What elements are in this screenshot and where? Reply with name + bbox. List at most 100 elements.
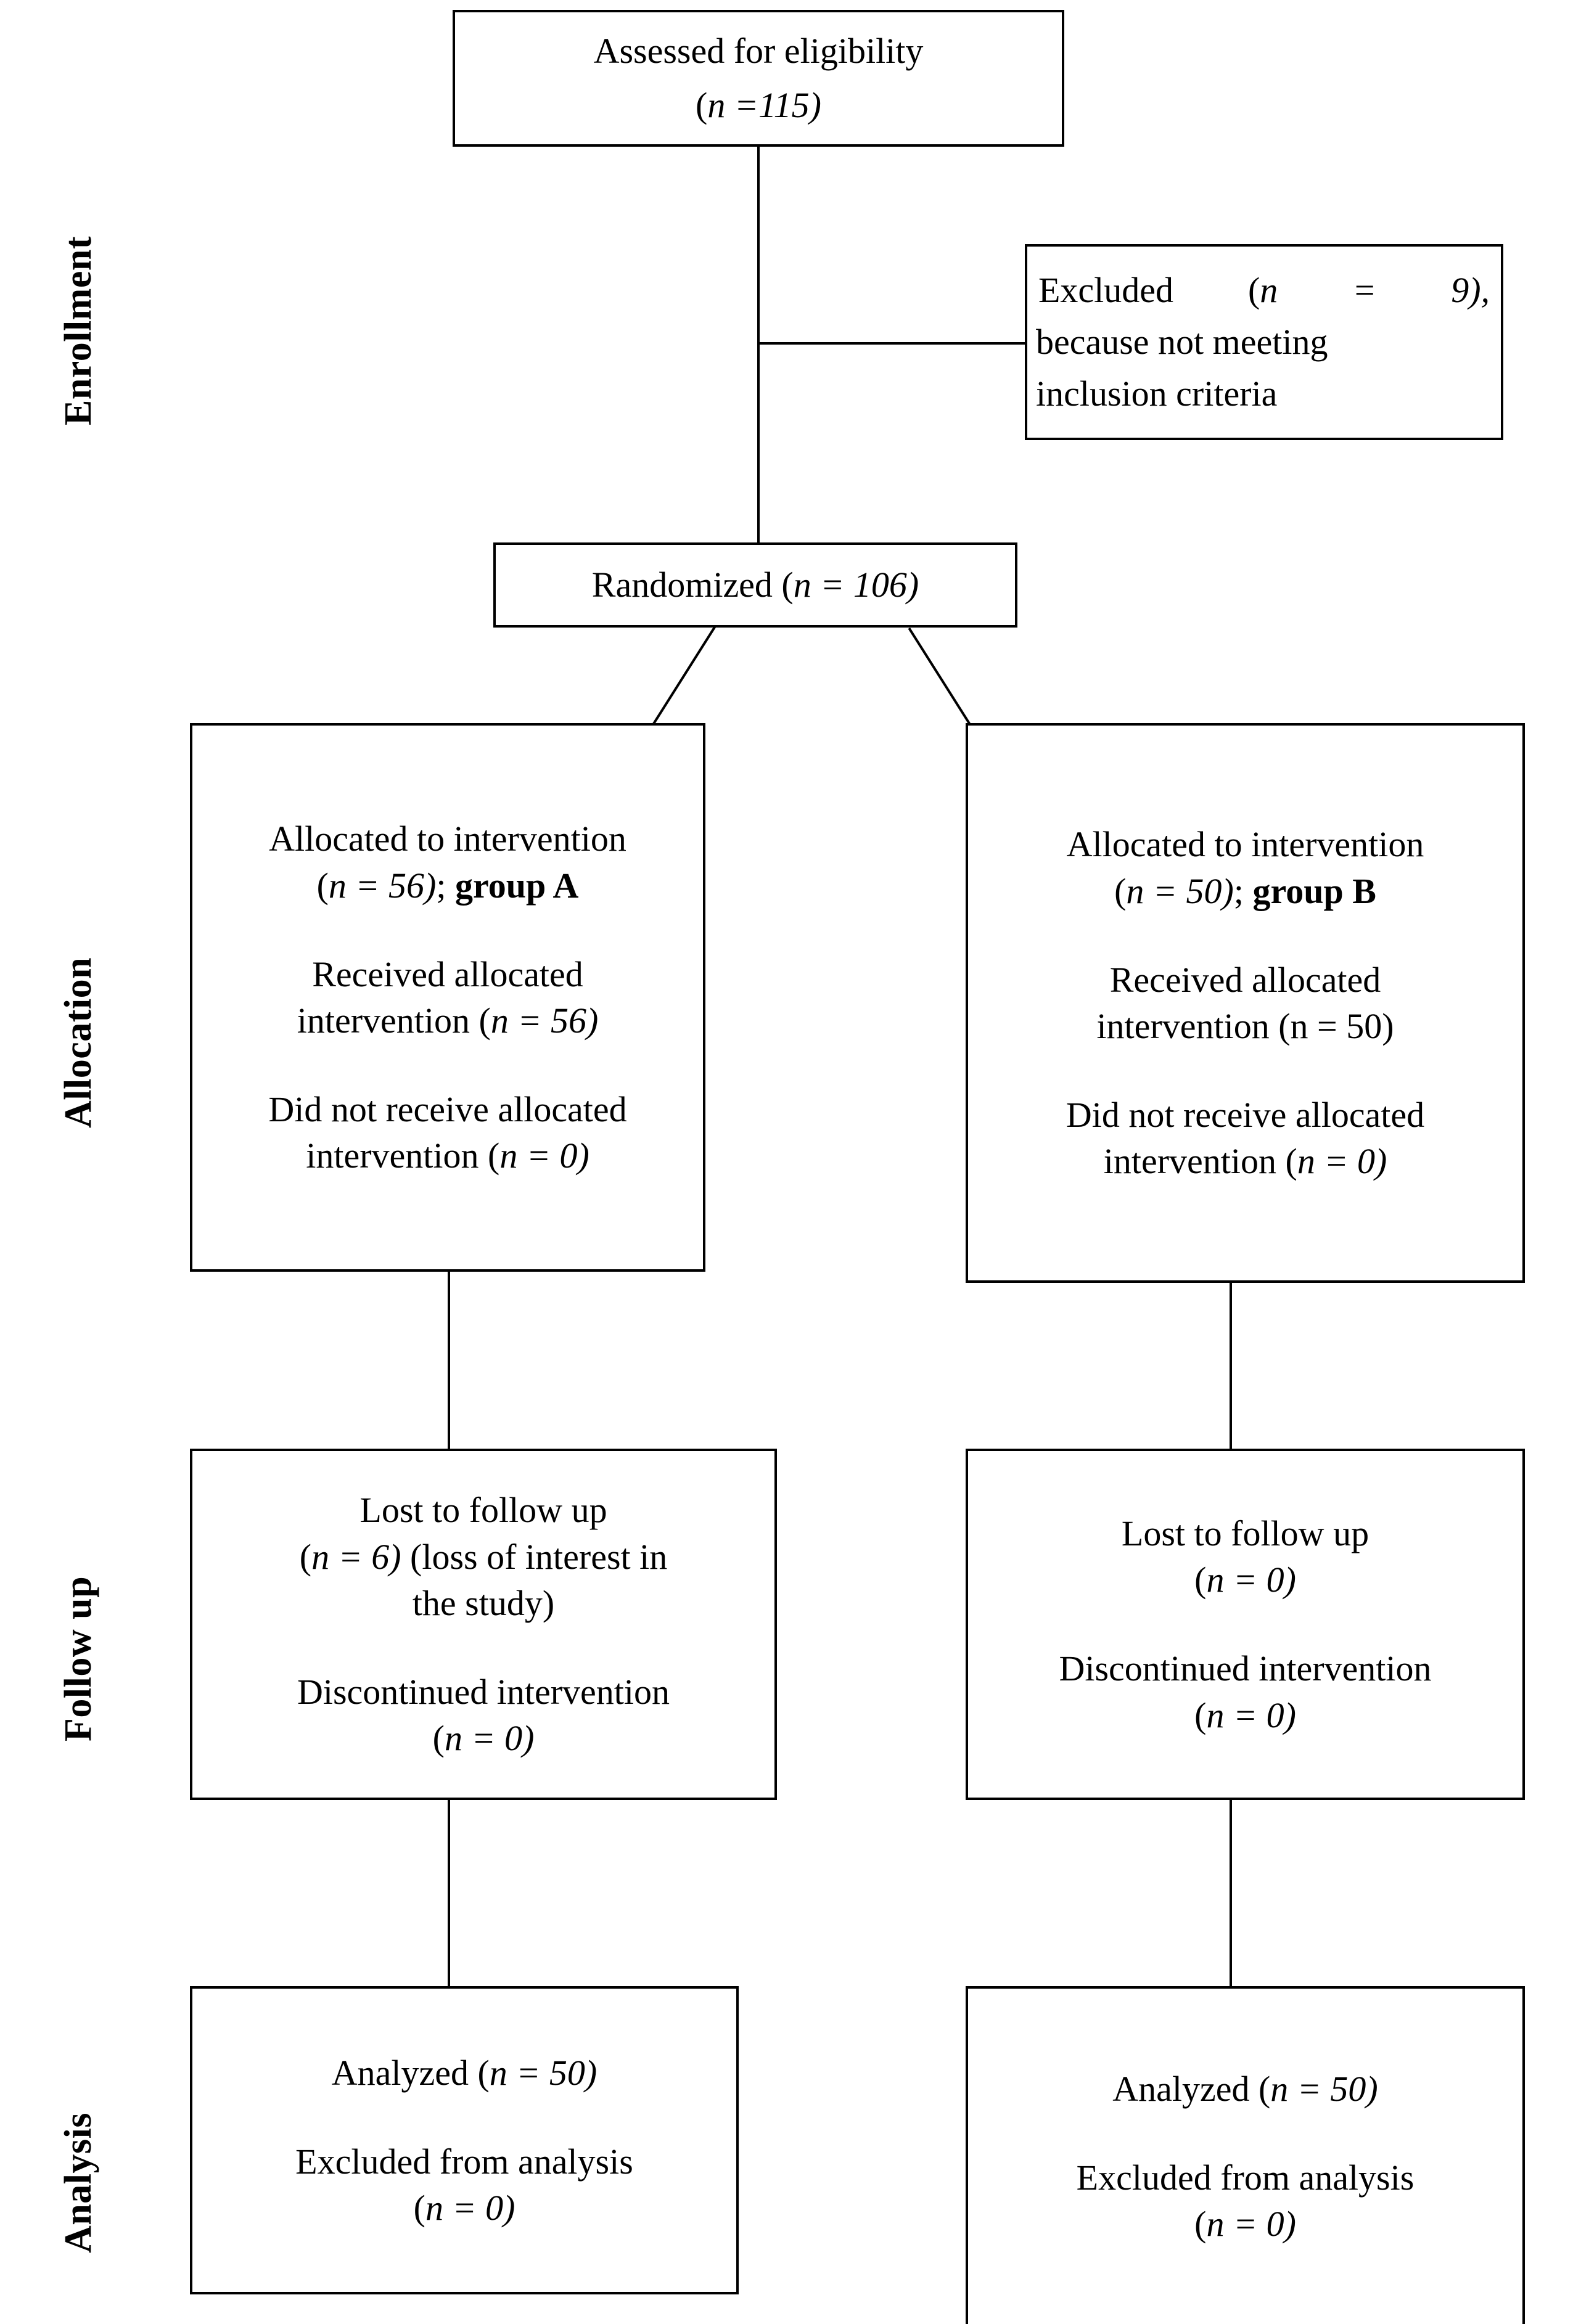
stage-label-enrollment: Enrollment <box>57 236 99 425</box>
alloc-a-paragraph-1: Allocated to intervention (n = 56); grou… <box>192 816 703 909</box>
connector-alloc-a-to-followup-a <box>448 1271 450 1449</box>
analysis-a-paragraph-1: Analyzed (n = 50) <box>192 2050 736 2096</box>
alloc-b-paragraph-3: Did not receive allocated intervention (… <box>968 1092 1522 1185</box>
followup-a-reason: (loss of interest in <box>401 1536 668 1577</box>
followup-a-line-1: Lost to follow up <box>359 1490 607 1531</box>
alloc-a-paragraph-2: Received allocated intervention (n = 56) <box>192 951 703 1044</box>
n-symbol: n <box>328 865 347 906</box>
randomized-count: = 106) <box>811 565 919 605</box>
node-followup-group-b: Lost to follow up (n = 0) Discontinued i… <box>966 1449 1525 1800</box>
excluded-line-2: because not meeting <box>1036 322 1328 362</box>
paren-open: ( <box>696 85 708 126</box>
connector-followup-b-to-analysis-b <box>1230 1799 1232 1986</box>
node-assessed-for-eligibility: Assessed for eligibility (n =115) <box>453 10 1064 147</box>
node-randomized: Randomized (n = 106) <box>493 542 1017 628</box>
alloc-b-notreceived-count: = 0) <box>1315 1141 1387 1182</box>
followup-b-discontinued-line-1: Discontinued intervention <box>1059 1648 1432 1689</box>
alloc-a-group-label: group A <box>455 865 579 906</box>
alloc-b-notreceived-line-2-pre: intervention ( <box>1103 1141 1297 1182</box>
assessed-line-2: (n =115) <box>455 82 1062 128</box>
paren-open: ( <box>299 1536 312 1577</box>
paren-open: ( <box>1194 1695 1207 1735</box>
excluded-line-3: inclusion criteria <box>1036 374 1278 414</box>
excluded-label: Excluded <box>1038 270 1174 311</box>
alloc-b-count: = 50) <box>1144 870 1234 911</box>
analysis-b-excluded-line-1: Excluded from analysis <box>1076 2157 1415 2198</box>
assessed-count: =115) <box>725 85 821 126</box>
alloc-a-count: = 56) <box>346 865 437 906</box>
paren-open: ( <box>413 2187 425 2228</box>
n-symbol: n <box>1206 2203 1225 2244</box>
n-symbol: n <box>490 1000 509 1041</box>
followup-a-discontinued-line-1: Discontinued intervention <box>297 1671 670 1712</box>
connector-followup-a-to-analysis-a <box>448 1799 450 1986</box>
n-symbol: n <box>1126 870 1144 911</box>
connector-alloc-b-to-followup-b <box>1230 1282 1232 1449</box>
alloc-a-received-count: = 56) <box>508 1000 599 1041</box>
alloc-b-line-1: Allocated to intervention <box>1066 824 1424 865</box>
analysis-a-excluded-line-1: Excluded from analysis <box>295 2141 633 2182</box>
node-analysis-group-a: Analyzed (n = 50) Excluded from analysis… <box>190 1986 739 2294</box>
n-symbol: n <box>1206 1560 1225 1600</box>
n-symbol: n <box>444 1718 462 1759</box>
n-symbol: n <box>1260 270 1278 311</box>
analysis-b-analyzed-count: = 50) <box>1288 2068 1378 2109</box>
paren-open: ( <box>1114 870 1127 911</box>
analysis-a-analyzed-count: = 50) <box>507 2052 597 2093</box>
analysis-b-paragraph-1: Analyzed (n = 50) <box>968 2066 1522 2112</box>
n-symbol: n <box>707 85 726 126</box>
randomized-label: Randomized ( <box>591 565 794 605</box>
alloc-a-notreceived-line-2-pre: intervention ( <box>306 1135 500 1176</box>
alloc-b-received-line-1: Received allocated <box>1109 959 1381 1000</box>
node-excluded: Excluded (n = 9), because not meeting in… <box>1025 244 1503 440</box>
followup-a-discontinued-count: = 0) <box>462 1718 535 1759</box>
alloc-a-received-line-1: Received allocated <box>312 954 583 994</box>
assessed-line-1: Assessed for eligibility <box>593 31 924 72</box>
analysis-a-analyzed-label: Analyzed ( <box>331 2052 490 2093</box>
analysis-b-excluded-count: = 0) <box>1224 2203 1296 2244</box>
stage-label-allocation: Allocation <box>57 957 99 1128</box>
alloc-b-received-line-2: intervention (n = 50) <box>1096 1006 1394 1046</box>
n-symbol: n <box>793 565 811 605</box>
analysis-a-paragraph-2: Excluded from analysis (n = 0) <box>192 2138 736 2232</box>
followup-a-lost-count: = 6) <box>329 1536 401 1577</box>
alloc-b-notreceived-line-1: Did not receive allocated <box>1066 1094 1425 1135</box>
followup-b-paragraph-1: Lost to follow up (n = 0) <box>968 1510 1522 1603</box>
alloc-b-paragraph-2: Received allocated intervention (n = 50) <box>968 957 1522 1050</box>
node-allocation-group-b: Allocated to intervention (n = 50); grou… <box>966 723 1525 1283</box>
alloc-a-received-line-2-pre: intervention ( <box>297 1000 491 1041</box>
followup-b-discontinued-count: = 0) <box>1224 1695 1296 1735</box>
followup-a-paragraph-1: Lost to follow up (n = 6) (loss of inter… <box>192 1487 774 1626</box>
stage-label-analysis: Analysis <box>57 2113 99 2253</box>
alloc-a-notreceived-count: = 0) <box>517 1135 589 1176</box>
paren-open: ( <box>1194 2203 1207 2244</box>
n-symbol: n <box>1297 1141 1315 1182</box>
connector-trunk-to-excluded <box>757 342 1026 345</box>
alloc-b-group-label: group B <box>1252 870 1376 911</box>
node-followup-group-a: Lost to follow up (n = 6) (loss of inter… <box>190 1449 777 1800</box>
excluded-n-group: (n <box>1247 270 1278 311</box>
n-symbol: n <box>425 2187 443 2228</box>
n-symbol: n <box>499 1135 518 1176</box>
followup-b-line-1: Lost to follow up <box>1121 1513 1370 1553</box>
followup-a-line-3: the study) <box>412 1583 555 1624</box>
excluded-line-1: Excluded (n = 9), <box>1027 267 1501 313</box>
alloc-b-paragraph-1: Allocated to intervention (n = 50); grou… <box>968 821 1522 914</box>
analysis-a-excluded-count: = 0) <box>443 2187 515 2228</box>
n-symbol: n <box>1206 1695 1225 1735</box>
alloc-a-line-1: Allocated to intervention <box>269 819 626 859</box>
alloc-a-separator: ; <box>436 865 455 906</box>
followup-b-paragraph-2: Discontinued intervention (n = 0) <box>968 1645 1522 1738</box>
paren-open: ( <box>1194 1560 1207 1600</box>
followup-b-lost-count: = 0) <box>1224 1560 1296 1600</box>
stage-label-follow-up: Follow up <box>57 1576 99 1741</box>
alloc-a-paragraph-3: Did not receive allocated intervention (… <box>192 1086 703 1179</box>
n-symbol: n <box>1270 2068 1289 2109</box>
node-allocation-group-a: Allocated to intervention (n = 56); grou… <box>190 723 705 1272</box>
analysis-b-paragraph-2: Excluded from analysis (n = 0) <box>968 2154 1522 2248</box>
n-symbol: n <box>311 1536 330 1577</box>
alloc-b-separator: ; <box>1233 870 1253 911</box>
n-symbol: n <box>489 2052 507 2093</box>
excluded-count: = 9), <box>1352 270 1490 311</box>
